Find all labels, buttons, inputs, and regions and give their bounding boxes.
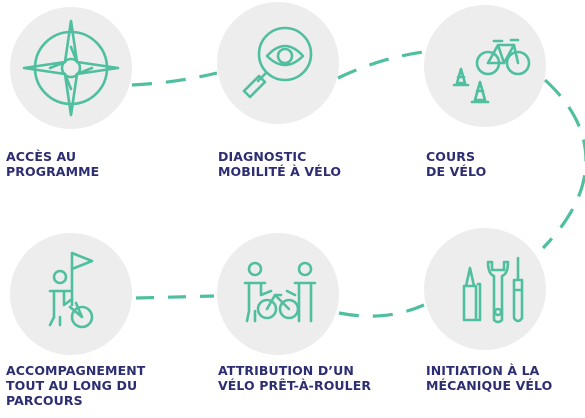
compass-icon (22, 19, 120, 117)
connector-2-3 (337, 50, 424, 80)
people-bike-handover-icon (243, 261, 317, 323)
connector-3-6 (541, 78, 585, 250)
magnifier-eye-icon (242, 26, 313, 99)
step-6-circle (424, 228, 546, 350)
tools-icon (462, 256, 524, 324)
connector-5-6 (338, 303, 425, 318)
step-1-circle (10, 7, 132, 129)
bike-cones-icon (452, 38, 531, 104)
step-2-circle (217, 2, 339, 124)
person-bike-flag-icon (48, 251, 94, 329)
connector-1-2 (131, 71, 218, 87)
step-3-circle (424, 5, 546, 127)
step-5-circle (217, 233, 339, 355)
step-4-circle (10, 233, 132, 355)
connector-4-5 (135, 294, 215, 300)
